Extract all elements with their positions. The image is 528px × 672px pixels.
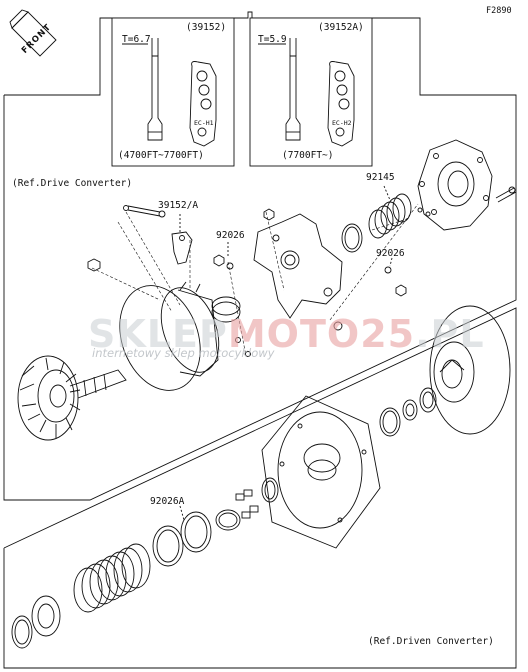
small-screw <box>235 337 241 343</box>
callout2-range: (7700FT~) <box>282 150 334 161</box>
drive-fixed-sheave <box>17 355 127 441</box>
part-label-39152A: 39152/A <box>158 200 199 211</box>
pin-bolt <box>123 205 166 218</box>
part-label-92026-left: 92026 <box>216 230 245 241</box>
driven-washer-b <box>180 511 212 553</box>
spring-92145 <box>368 193 412 239</box>
weight-arm-front-view-2 <box>327 61 355 147</box>
snap-ring <box>11 615 33 649</box>
driven-fixed-sheave <box>429 305 511 435</box>
weight-arm-side-view-2 <box>258 38 301 141</box>
spring-seat <box>31 595 61 637</box>
weight-arm-front-view-1 <box>189 61 217 147</box>
driven-spring <box>73 543 151 613</box>
ref-drive-label: (Ref.Drive Converter) <box>12 178 133 189</box>
driven-section-frame <box>3 307 517 669</box>
bushing <box>211 301 241 323</box>
callout-box-39152A <box>249 17 373 167</box>
driven-washer-c <box>152 525 184 567</box>
nut-left <box>87 258 101 272</box>
driven-movable-sheave <box>261 395 381 549</box>
driven-o-ring-a <box>261 477 279 503</box>
callout-box-39152 <box>111 17 235 167</box>
drive-movable-sheave <box>119 281 220 391</box>
watermark-logo: SKLEPMOTO25.PL <box>88 312 485 356</box>
drive-cover <box>417 139 493 231</box>
ref-driven-label: (Ref.Driven Converter) <box>368 636 494 647</box>
front-arrow-icon <box>9 9 57 57</box>
bolt-right <box>495 187 517 203</box>
nut-92026-left <box>213 254 225 267</box>
callout1-tool: EC-H1 <box>194 119 214 127</box>
callout1-range: (4700FT~7700FT) <box>118 150 204 161</box>
leader-92026A <box>179 505 185 521</box>
nut-spider <box>263 208 275 221</box>
driven-bolt-set <box>235 489 259 519</box>
part-label-92145: 92145 <box>366 172 395 183</box>
weight-arm-39152A <box>171 231 193 265</box>
callout2-part: (39152A) <box>318 22 364 33</box>
driven-ring-92026A-small <box>215 509 241 531</box>
part-label-92026-right: 92026 <box>376 248 405 259</box>
collar <box>333 321 343 331</box>
small-pin-right <box>417 207 423 213</box>
watermark-tagline: internetowy sklep motocyklowy <box>92 346 275 360</box>
leader-lines <box>91 203 419 357</box>
leader-92145 <box>383 185 391 201</box>
nut-92026-right <box>395 284 407 297</box>
leader-92026-r <box>389 257 393 267</box>
driven-ring-3 <box>379 407 401 437</box>
driven-washer-1 <box>419 387 437 413</box>
o-ring-large <box>341 223 363 253</box>
washer-92026-left <box>226 262 234 270</box>
callout2-thickness: T=5.9 <box>258 34 287 45</box>
callout1-part: (39152) <box>186 22 227 33</box>
part-label-92026A: 92026A <box>150 496 185 507</box>
washer-92026-right <box>384 266 392 274</box>
diagram-code: F2890 <box>486 6 512 16</box>
weight-arm-side-view-1 <box>122 38 163 141</box>
driven-washer-2 <box>402 399 418 421</box>
callout2-tool: EC-H2 <box>332 119 352 127</box>
callout1-thickness: T=6.7 <box>122 34 151 45</box>
spider-cam-plate <box>253 213 343 319</box>
